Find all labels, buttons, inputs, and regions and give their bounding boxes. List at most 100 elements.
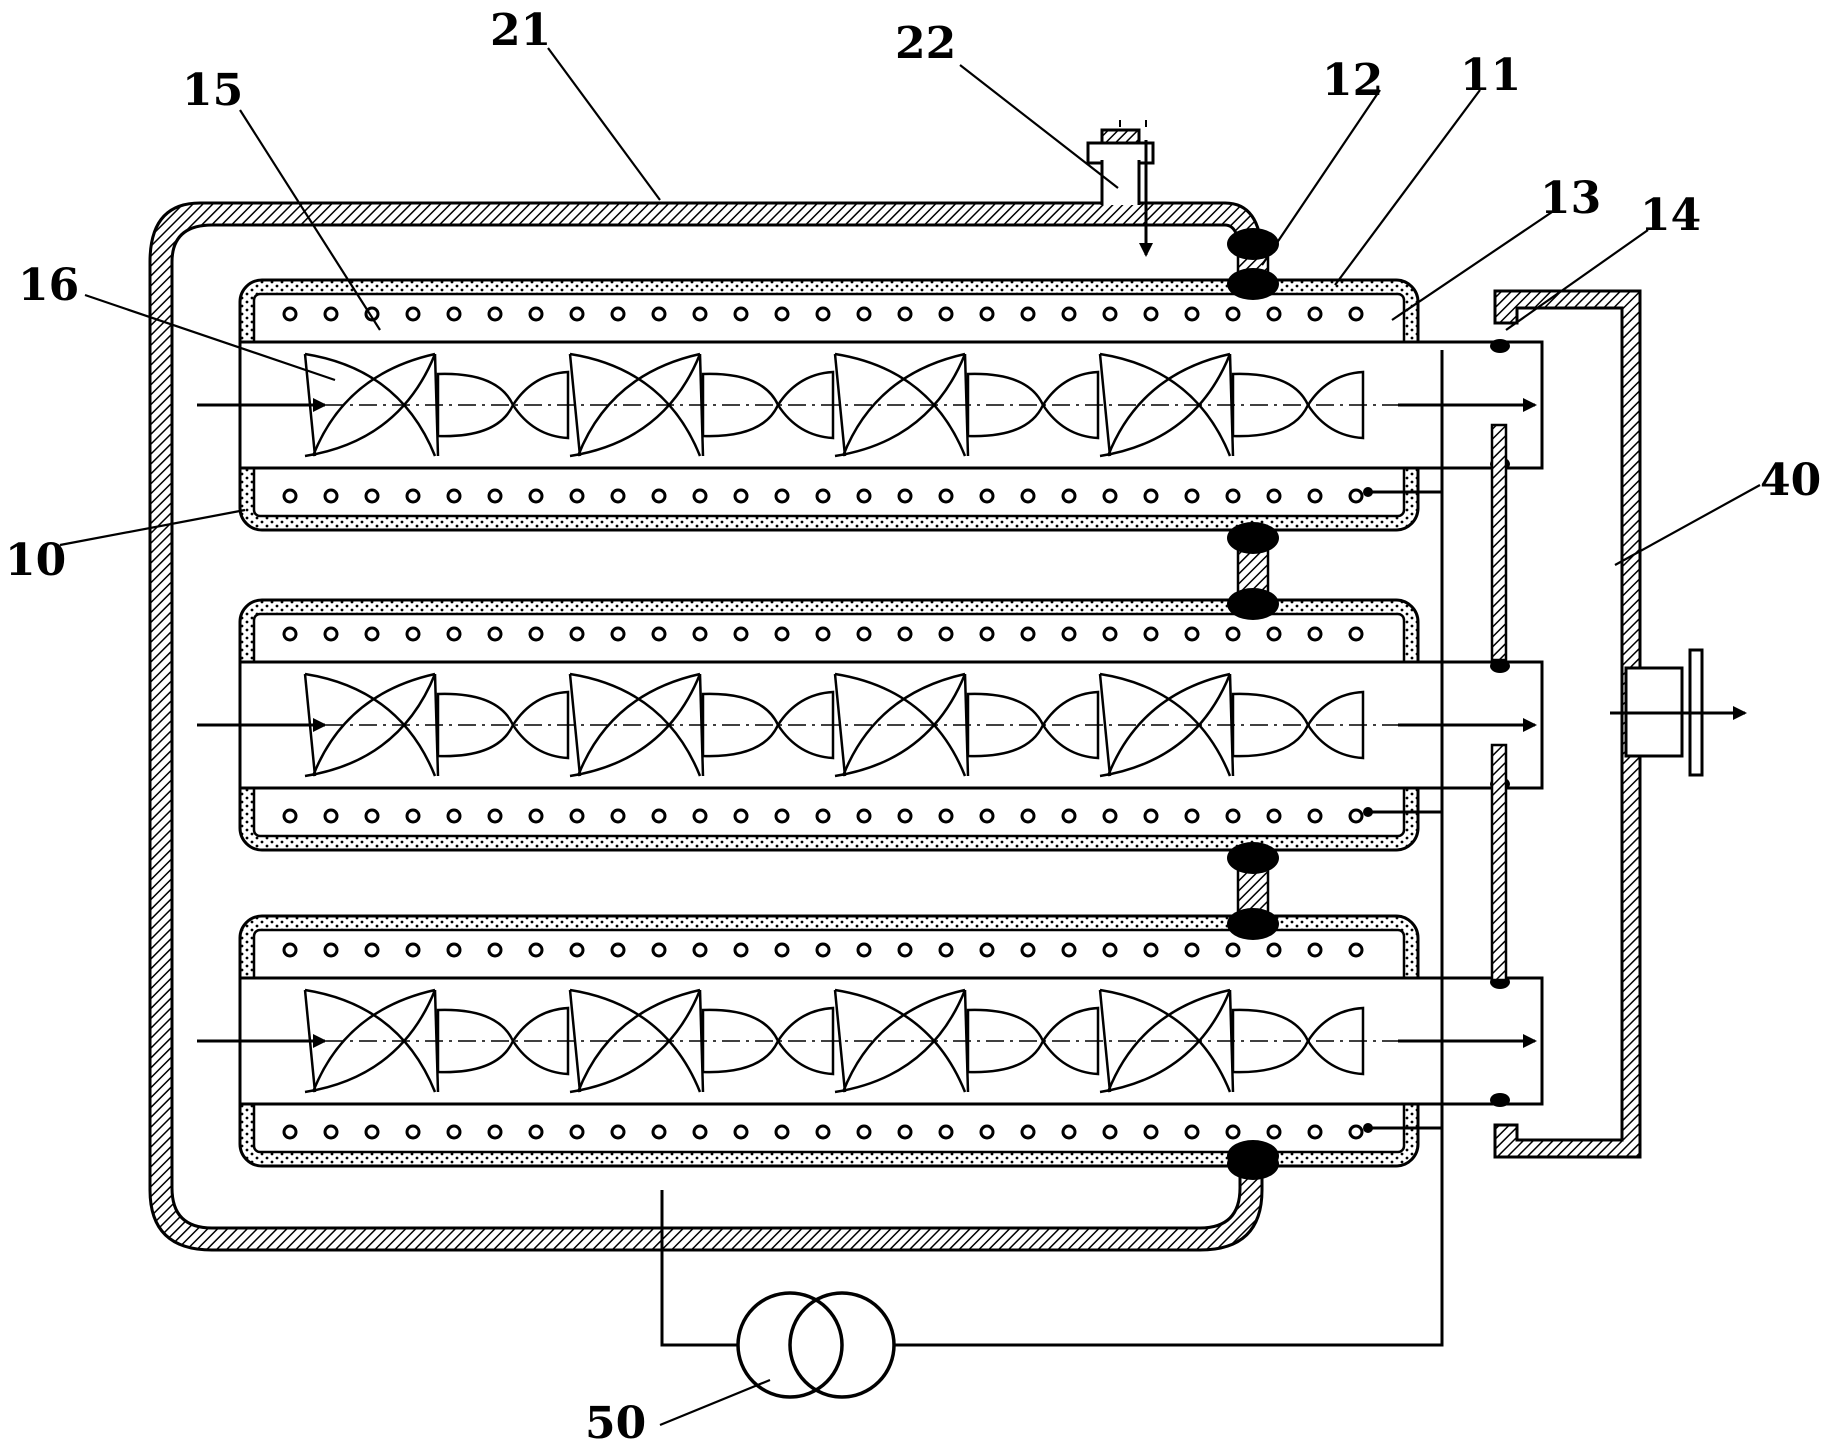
weld-joint bbox=[1227, 1148, 1279, 1180]
heating-coil-turn bbox=[897, 626, 913, 642]
heating-coil-turn bbox=[897, 1124, 913, 1140]
heating-coil-turn bbox=[446, 488, 462, 504]
heating-coil-turn bbox=[1020, 488, 1036, 504]
heating-coil-turn bbox=[938, 306, 954, 322]
heating-coil-turn bbox=[1184, 942, 1200, 958]
heating-coil-turn bbox=[569, 1124, 585, 1140]
heating-coil-turn bbox=[815, 306, 831, 322]
heating-coil-turn bbox=[1225, 1124, 1241, 1140]
heating-coil-turn bbox=[569, 808, 585, 824]
heating-coil-turn bbox=[774, 306, 790, 322]
heating-coil-turn bbox=[1061, 808, 1077, 824]
weld-joint bbox=[1227, 522, 1279, 554]
heating-coil-turn bbox=[856, 306, 872, 322]
heating-coil-turn bbox=[692, 942, 708, 958]
heating-coil-turn bbox=[1184, 488, 1200, 504]
heating-coil-turn bbox=[528, 1124, 544, 1140]
heating-coil-turn bbox=[1225, 488, 1241, 504]
heating-coil-turn bbox=[651, 306, 667, 322]
heating-coil-turn bbox=[1143, 1124, 1159, 1140]
label-10: 10 bbox=[5, 535, 66, 586]
heating-coil-turn bbox=[487, 488, 503, 504]
heating-coil-turn bbox=[610, 306, 626, 322]
heating-coil-turn bbox=[1061, 488, 1077, 504]
heating-coil-turn bbox=[1061, 1124, 1077, 1140]
weld-joint bbox=[1490, 339, 1510, 353]
heating-coil-turn bbox=[1061, 626, 1077, 642]
heating-coil-turn bbox=[897, 808, 913, 824]
heating-coil-turn bbox=[610, 808, 626, 824]
heating-coil-turn bbox=[610, 1124, 626, 1140]
heating-coil-turn bbox=[1266, 488, 1282, 504]
heating-coil-turn bbox=[774, 942, 790, 958]
heating-coil-turn bbox=[938, 808, 954, 824]
heating-coil-turn bbox=[733, 1124, 749, 1140]
heating-tube-group bbox=[197, 228, 1544, 1180]
heating-coil-turn bbox=[1225, 808, 1241, 824]
heating-tube-3 bbox=[197, 914, 1544, 1168]
heating-coil-turn bbox=[692, 306, 708, 322]
heating-coil-turn bbox=[1225, 306, 1241, 322]
heating-coil-turn bbox=[323, 1124, 339, 1140]
heating-coil-turn bbox=[815, 1124, 831, 1140]
heating-coil-turn bbox=[487, 942, 503, 958]
heating-coil-turn bbox=[733, 306, 749, 322]
heating-coil-turn bbox=[1020, 1124, 1036, 1140]
label-16: 16 bbox=[18, 260, 79, 311]
heating-coil-turn bbox=[323, 306, 339, 322]
heating-coil-turn bbox=[1184, 626, 1200, 642]
reference-labels: 21 22 12 11 13 14 15 16 10 40 50 bbox=[5, 5, 1821, 1440]
heating-coil-turn bbox=[897, 488, 913, 504]
heating-coil-turn bbox=[282, 1124, 298, 1140]
weld-joint bbox=[1227, 588, 1279, 620]
heating-coil-turn bbox=[733, 808, 749, 824]
heating-coil-turn bbox=[774, 808, 790, 824]
heating-coil-turn bbox=[1266, 306, 1282, 322]
heating-coil-turn bbox=[405, 808, 421, 824]
heating-coil-turn bbox=[446, 1124, 462, 1140]
heating-coil-turn bbox=[323, 626, 339, 642]
heating-coil-turn bbox=[733, 488, 749, 504]
heating-coil-turn bbox=[1348, 808, 1364, 824]
heating-coil-turn bbox=[651, 808, 667, 824]
heating-coil-turn bbox=[528, 306, 544, 322]
label-11: 11 bbox=[1460, 50, 1521, 101]
heating-coil-turn bbox=[1184, 306, 1200, 322]
heating-coil-turn bbox=[1102, 626, 1118, 642]
heating-coil-turn bbox=[1143, 626, 1159, 642]
heating-coil-turn bbox=[979, 942, 995, 958]
heating-coil-turn bbox=[1020, 808, 1036, 824]
heating-coil-turn bbox=[487, 1124, 503, 1140]
heating-coil-turn bbox=[569, 488, 585, 504]
heating-coil-turn bbox=[569, 306, 585, 322]
heating-coil-turn bbox=[815, 626, 831, 642]
heating-coil-turn bbox=[364, 488, 380, 504]
heating-coil-turn bbox=[1061, 306, 1077, 322]
heating-coil-turn bbox=[856, 808, 872, 824]
heating-coil-turn bbox=[733, 942, 749, 958]
heating-coil-turn bbox=[1102, 942, 1118, 958]
heating-coil-turn bbox=[897, 306, 913, 322]
heating-coil-turn bbox=[815, 808, 831, 824]
weld-joint bbox=[1227, 228, 1279, 260]
heating-coil-turn bbox=[1266, 942, 1282, 958]
heating-coil-turn bbox=[282, 942, 298, 958]
heating-coil-turn bbox=[364, 1124, 380, 1140]
heating-coil-turn bbox=[1307, 942, 1323, 958]
heating-coil-turn bbox=[405, 1124, 421, 1140]
heating-coil-turn bbox=[897, 942, 913, 958]
heating-coil-turn bbox=[815, 488, 831, 504]
heating-coil-turn bbox=[364, 808, 380, 824]
heating-coil-turn bbox=[528, 488, 544, 504]
power-circuit bbox=[660, 350, 1444, 1399]
weld-joint bbox=[1490, 659, 1510, 673]
heating-coil-turn bbox=[282, 808, 298, 824]
heating-coil-turn bbox=[1020, 942, 1036, 958]
heating-coil-turn bbox=[282, 626, 298, 642]
heating-coil-turn bbox=[1184, 808, 1200, 824]
heating-coil-turn bbox=[1061, 942, 1077, 958]
heating-coil-turn bbox=[323, 808, 339, 824]
heating-coil-turn bbox=[1348, 488, 1364, 504]
heating-coil-turn bbox=[938, 1124, 954, 1140]
